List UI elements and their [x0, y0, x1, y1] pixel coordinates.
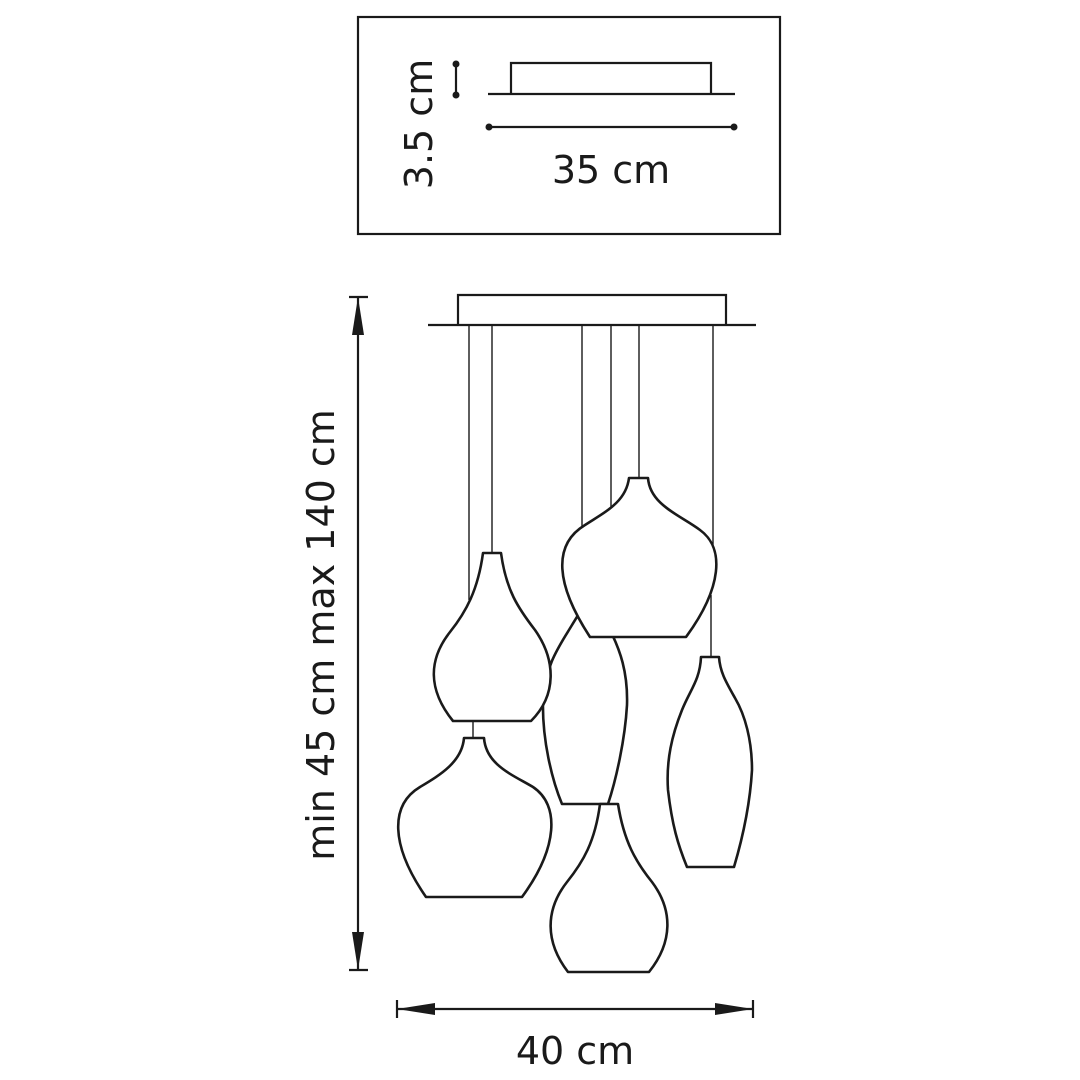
shade-bowl-bottom-left: [396, 736, 553, 899]
height-dimension: min 45 cm max 140 cm: [299, 295, 368, 972]
main-view: min 45 cm max 140 cm 40 cm: [299, 293, 756, 1073]
detail-height-label: 3.5 cm: [397, 59, 441, 189]
width-label: 40 cm: [516, 1029, 634, 1073]
shade-bowl-top-right: [561, 476, 718, 639]
shade-teardrop-bottom: [549, 802, 669, 974]
detail-frame: [356, 15, 782, 236]
height-range-label: min 45 cm max 140 cm: [299, 409, 343, 861]
width-dimension: 40 cm: [395, 1000, 755, 1073]
shade-teardrop-left: [432, 551, 552, 723]
detail-canopy: [509, 61, 713, 94]
canopy: [456, 293, 728, 325]
canopy-detail-panel: 3.5 cm 35 cm: [356, 15, 782, 236]
shade-slim-right: [666, 655, 754, 869]
detail-width-label: 35 cm: [552, 148, 670, 192]
shade-tall-middle: [541, 588, 629, 806]
suspension-wires: [468, 325, 714, 738]
